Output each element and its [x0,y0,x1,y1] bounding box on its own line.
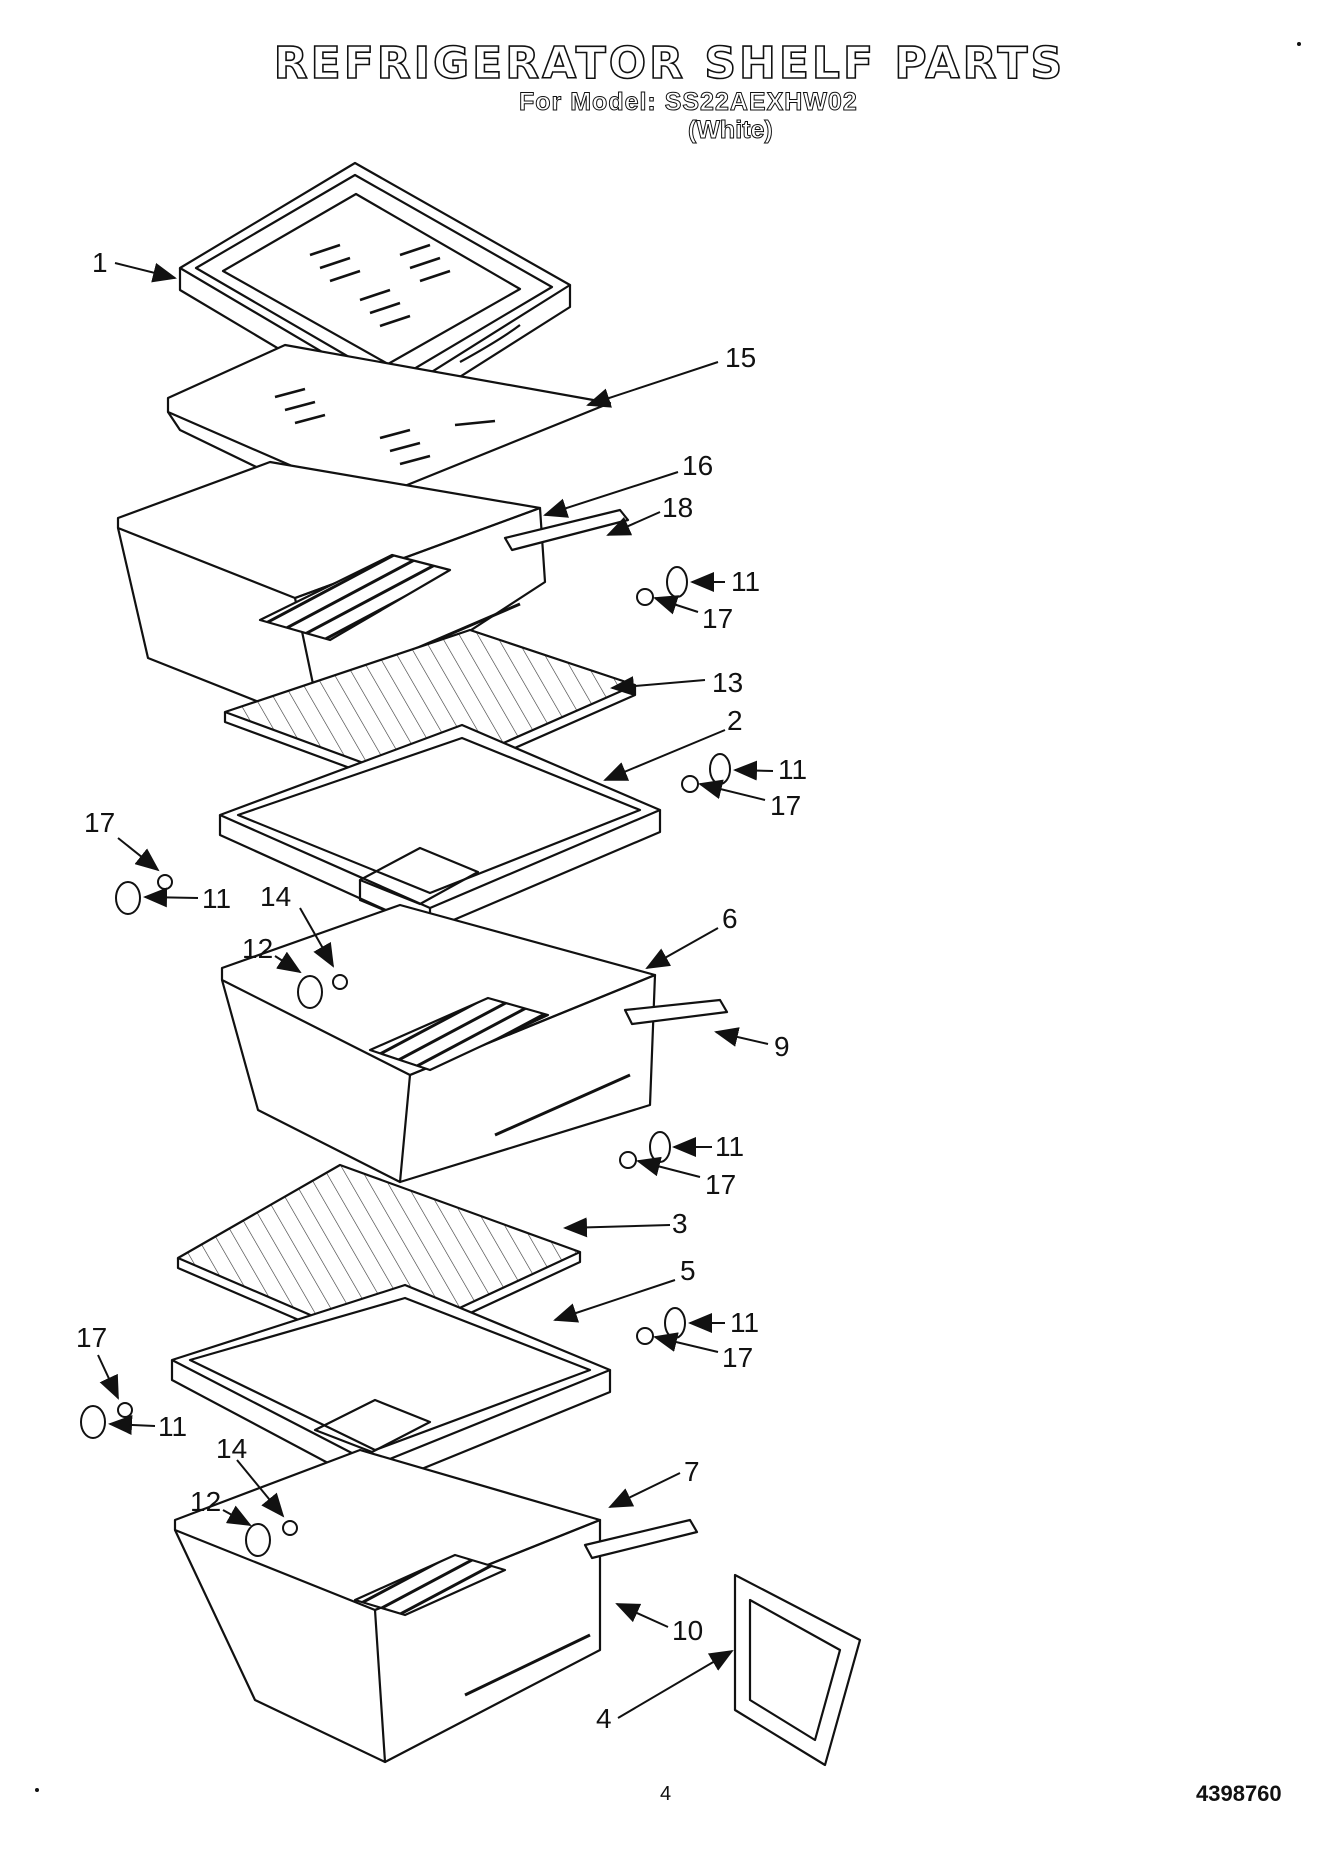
callout-13: 13 [712,667,743,698]
callout-14: 14 [216,1433,247,1464]
callout-17: 17 [705,1169,736,1200]
callout-12: 12 [242,933,273,964]
callout-17: 17 [76,1322,107,1353]
part-2-shelf-frame [218,723,662,932]
callout-14: 14 [260,881,291,912]
callout-6: 6 [722,903,738,934]
model-number: For Model: SS22AEXHW02 [519,88,858,117]
color-variant: (White) [688,116,774,145]
callout-17: 17 [722,1342,753,1373]
part-15-glass-panel [166,343,612,512]
scan-mark [35,1788,39,1792]
callout-11: 11 [202,883,231,914]
part-9-drawer-handle [623,998,729,1026]
part-4-label-plate [733,1573,862,1767]
callout-3: 3 [672,1208,688,1239]
callout-17: 17 [84,807,115,838]
callout-5: 5 [680,1255,696,1286]
part-6-crisper-drawer [220,903,657,1184]
part-10-drawer-handle [583,1518,699,1560]
callout-12: 12 [190,1486,221,1517]
fasteners [80,566,731,1557]
callout-7: 7 [684,1456,700,1487]
callout-11: 11 [778,754,807,785]
callout-15: 15 [725,342,756,373]
callout-18: 18 [662,492,693,523]
part-7-crisper-drawer [173,1448,602,1764]
scan-mark [1297,42,1301,46]
part-18-drawer-handle [503,508,630,552]
callout-9: 9 [774,1031,790,1062]
callout-11: 11 [731,566,760,597]
callout-11: 11 [158,1411,187,1442]
page-number: 4 [660,1783,672,1805]
callout-11: 11 [715,1131,744,1162]
page-title: REFRIGERATOR SHELF PARTS [273,37,1066,90]
callout-2: 2 [727,705,743,736]
document-number: 4398760 [1196,1781,1282,1806]
callout-11: 11 [730,1307,759,1338]
callout-16: 16 [682,450,713,481]
part-16-crisper-drawer [116,460,547,729]
leader-lines [97,262,774,1719]
callout-17: 17 [770,790,801,821]
callout-1: 1 [92,247,108,278]
callout-4: 4 [596,1703,612,1734]
callout-10: 10 [672,1615,703,1646]
callout-17: 17 [702,603,733,634]
